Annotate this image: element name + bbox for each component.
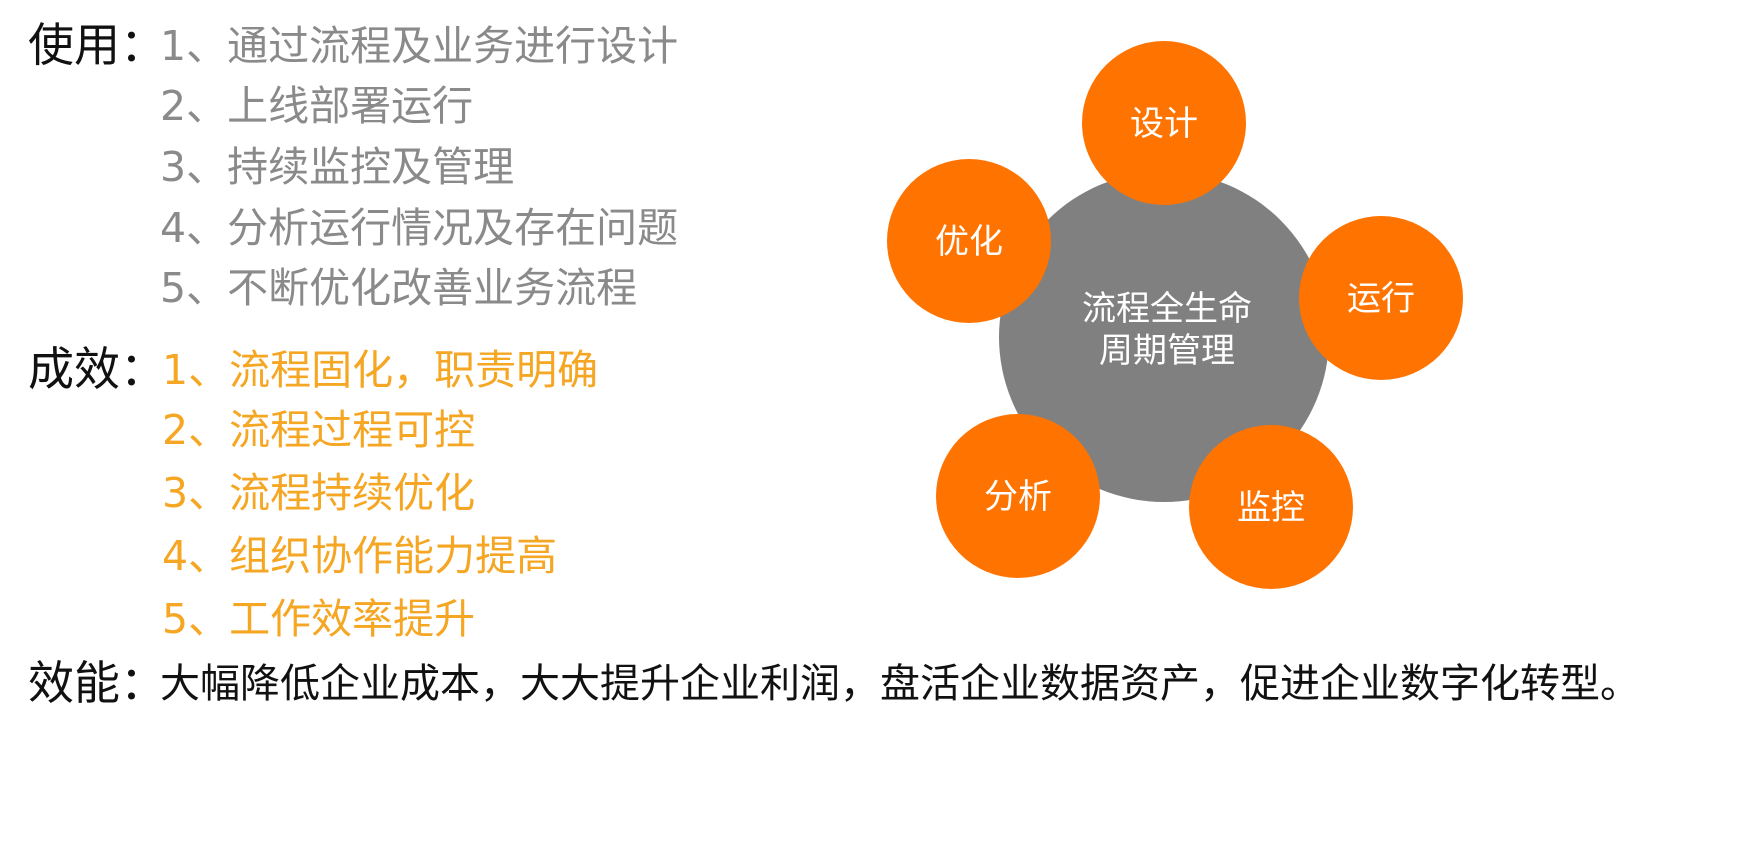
node-design-label: 设计: [1130, 104, 1198, 144]
usage-item-4: 4、分析运行情况及存在问题: [160, 204, 679, 252]
node-monitor: 监控: [1189, 425, 1353, 589]
center-circle: [999, 172, 1329, 502]
effects-item-1: 1、流程固化，职责明确: [162, 346, 599, 394]
performance-text: 大幅降低企业成本，大大提升企业利润，盘活企业数据资产，促进企业数字化转型。: [160, 661, 1640, 707]
center-label-line2: 周期管理: [1099, 331, 1235, 371]
performance-label: 效能：: [28, 656, 166, 710]
node-optimize: 优化: [887, 159, 1051, 323]
node-optimize-label: 优化: [935, 222, 1003, 262]
effects-item-2: 2、流程过程可控: [162, 406, 476, 454]
usage-item-5: 5、不断优化改善业务流程: [160, 264, 638, 312]
effects-item-3: 3、流程持续优化: [162, 469, 476, 517]
effects-item-5: 5、工作效率提升: [162, 595, 476, 643]
usage-item-1: 1、通过流程及业务进行设计: [160, 22, 679, 70]
usage-item-2: 2、上线部署运行: [160, 82, 474, 130]
node-run: 运行: [1299, 216, 1463, 380]
effects-label: 成效：: [28, 342, 166, 396]
node-monitor-label: 监控: [1237, 488, 1305, 528]
effects-item-4: 4、组织协作能力提高: [162, 532, 558, 580]
usage-label: 使用：: [28, 18, 166, 72]
node-analyze-label: 分析: [984, 477, 1052, 517]
node-run-label: 运行: [1347, 279, 1415, 319]
usage-item-3: 3、持续监控及管理: [160, 143, 515, 191]
center-label-line1: 流程全生命: [1082, 289, 1252, 329]
node-design: 设计: [1082, 41, 1246, 205]
node-analyze: 分析: [936, 414, 1100, 578]
